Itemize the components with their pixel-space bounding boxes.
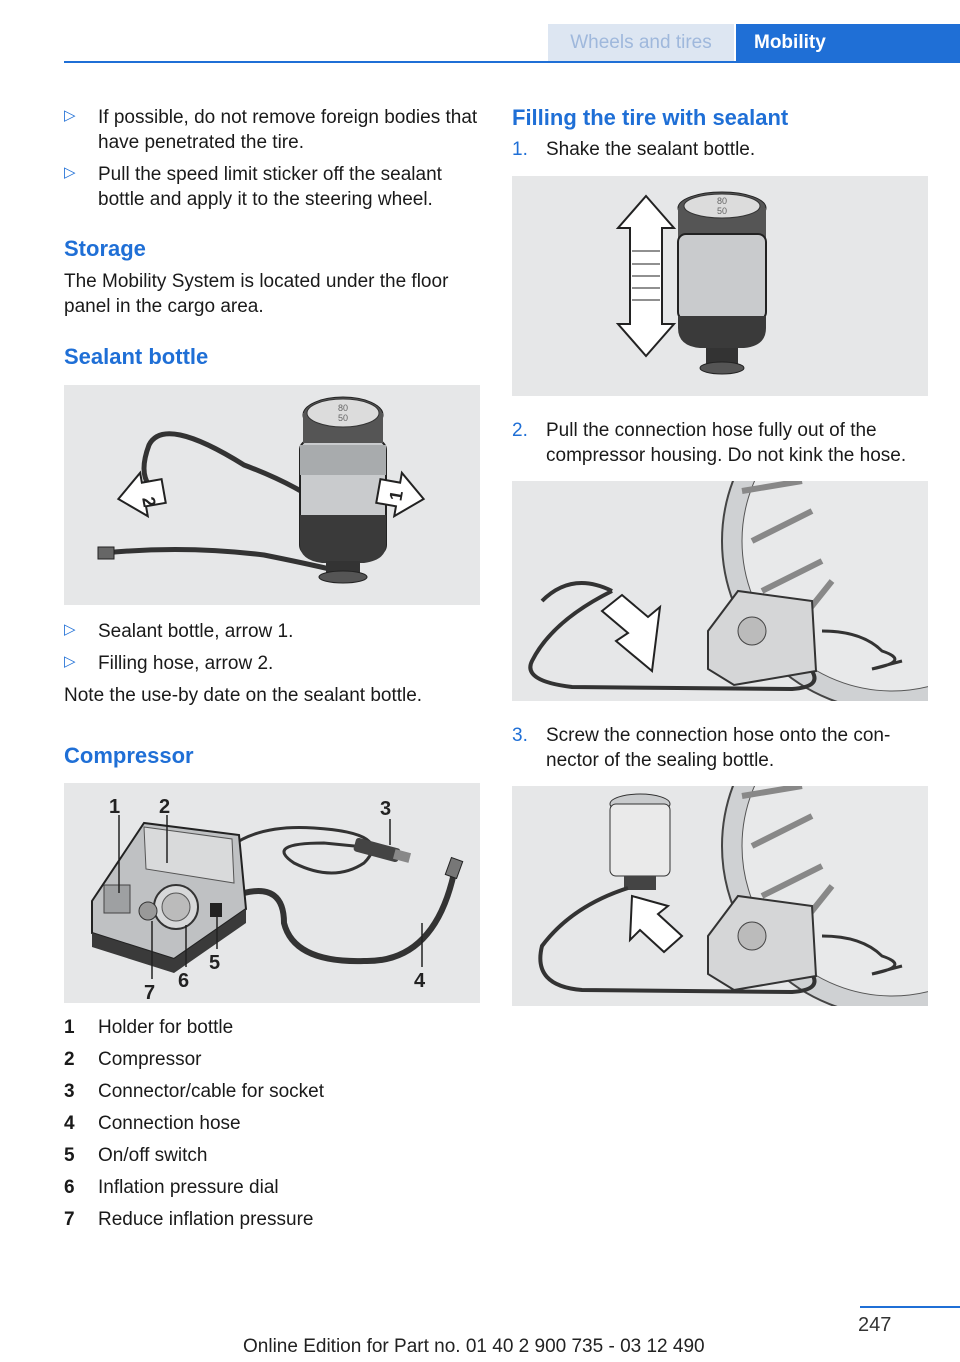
bullet-item: ▷ Filling hose, arrow 2. [64,651,478,676]
item-text: On/off switch [98,1145,208,1166]
list-item: 1 Holder for bottle [64,1017,233,1039]
footer-rule [860,1306,960,1308]
storage-heading: Storage [64,236,146,261]
compressor-heading: Compressor [64,743,194,768]
bullet-text: Filling hose, arrow 2. [98,653,274,674]
figure-label: 2 [138,495,159,508]
item-number: 2 [64,1049,75,1070]
item-text: Connection hose [98,1113,241,1134]
list-item: 3 Connector/cable for socket [64,1081,324,1103]
bullet-text: If possible, do not remove foreign bodie… [98,107,478,153]
header-rule [64,61,960,63]
sealant-bottle-figure: 80 50 2 1 [64,385,480,605]
edition-footer: Online Edition for Part no. 01 40 2 900 … [243,1336,705,1357]
dial-label: 80 [338,403,348,413]
bullet-item: ▷ Sealant bottle, arrow 1. [64,619,478,644]
step-text: Shake the sealant bottle. [546,139,756,160]
figure-label: 5 [209,952,220,974]
page-header: Wheels and tires Mobility [0,0,960,63]
figure-label: 1 [109,796,120,818]
connect-hose-figure [512,786,928,1006]
sealant-note: Note the use-by date on the sealant bott… [64,685,423,706]
dial-label: 80 [717,196,727,206]
step-number: 2. [512,420,528,441]
item-number: 5 [64,1145,75,1166]
compressor-hose-figure [512,481,928,701]
figure-label: 3 [380,798,391,820]
item-number: 1 [64,1017,75,1038]
filling-heading: Filling the tire with sealant [512,105,789,130]
list-item: 7 Reduce inflation pressure [64,1209,313,1231]
dial-label: 50 [338,413,348,423]
item-number: 3 [64,1081,75,1102]
triangle-right-icon: ▷ [64,107,76,124]
sealant-bottle-heading: Sealant bottle [64,344,209,369]
item-number: 7 [64,1209,75,1230]
step-item: 2. Pull the connection hose fully out of… [512,418,928,468]
step-item: 3. Screw the connection hose onto the co… [512,723,928,773]
figure-label: 2 [159,796,170,818]
triangle-right-icon: ▷ [64,653,76,670]
list-item: 2 Compressor [64,1049,201,1071]
triangle-right-icon: ▷ [64,621,76,638]
step-text: Screw the connection hose onto the con‐n… [546,725,891,771]
figure-label: 7 [144,982,155,1003]
item-number: 4 [64,1113,75,1134]
shake-bottle-figure: 80 50 [512,176,928,396]
item-text: Reduce inflation pressure [98,1209,314,1230]
item-text: Connector/cable for socket [98,1081,325,1102]
storage-text: The Mobility System is located under the… [64,271,449,317]
page-number: 247 [858,1314,892,1336]
bullet-item: ▷ If possible, do not remove foreign bod… [64,105,478,155]
figure-label: 6 [178,970,189,992]
triangle-right-icon: ▷ [64,164,76,181]
item-number: 6 [64,1177,75,1198]
item-text: Inflation pressure dial [98,1177,279,1198]
bullet-item: ▷ Pull the speed limit sticker off the s… [64,162,478,212]
step-number: 3. [512,725,528,746]
header-section-label: Wheels and tires [548,24,734,61]
item-text: Holder for bottle [98,1017,234,1038]
list-item: 6 Inflation pressure dial [64,1177,279,1199]
header-tab-mobility[interactable]: Mobility [736,24,960,61]
bullet-text: Pull the speed limit sticker off the sea… [98,164,442,210]
figure-label: 4 [414,970,426,992]
step-text: Pull the connection hose fully out of th… [546,420,907,466]
list-item: 4 Connection hose [64,1113,241,1135]
bullet-text: Sealant bottle, arrow 1. [98,621,294,642]
list-item: 5 On/off switch [64,1145,207,1167]
dial-label: 50 [717,206,727,216]
item-text: Compressor [98,1049,202,1070]
step-number: 1. [512,139,528,160]
compressor-figure: 1 2 3 4 5 6 7 [64,783,480,1003]
step-item: 1. Shake the sealant bottle. [512,137,928,162]
figure-label: 1 [385,489,406,502]
